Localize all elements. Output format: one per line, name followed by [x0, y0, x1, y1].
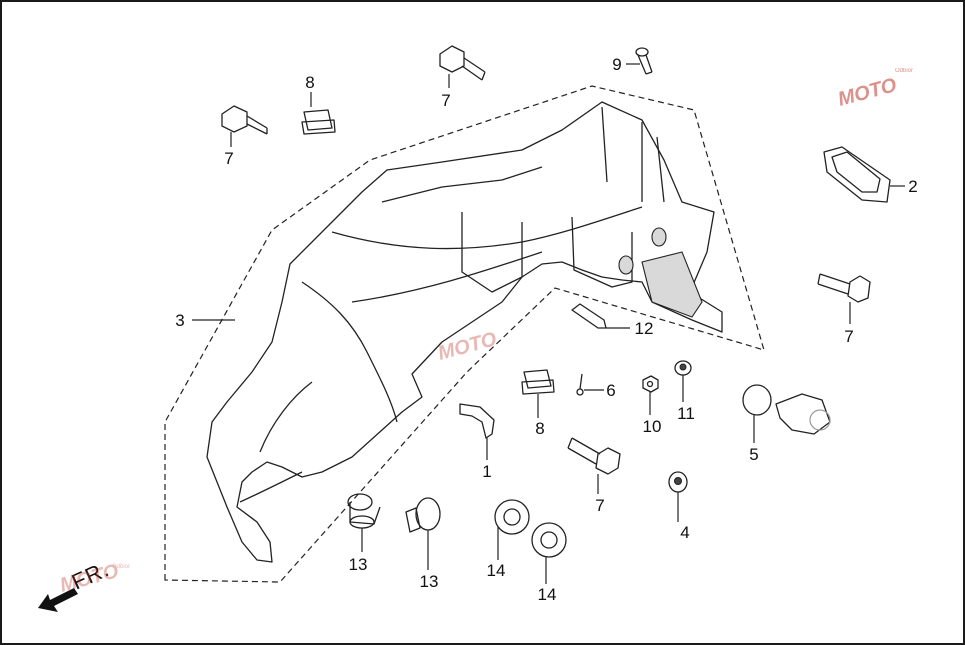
label-part-12: 12 [635, 319, 654, 338]
label-part-6: 6 [606, 381, 615, 400]
flange-bolt [817, 273, 871, 303]
svg-text:MOTO: MOTO [836, 74, 900, 111]
clip-nut [521, 369, 555, 395]
assembly-boundary [164, 85, 765, 583]
svg-text:Odbior: Odbior [895, 68, 913, 74]
connector [775, 393, 831, 435]
screw [576, 373, 584, 396]
o-ring [742, 384, 772, 416]
label-part-10: 10 [643, 417, 662, 436]
label-part-2: 2 [908, 177, 917, 196]
label-part-11: 11 [677, 404, 695, 423]
leader-lines [192, 63, 905, 584]
grommet [494, 499, 530, 535]
flange-bolt [439, 45, 486, 81]
watermark-logo: MOTO Odbior [58, 560, 130, 597]
label-part-7: 7 [441, 91, 450, 110]
label-part-3: 3 [175, 311, 184, 330]
svg-text:Odbior: Odbior [112, 564, 130, 570]
flange-nut [668, 471, 688, 493]
clip-nut [301, 109, 336, 135]
label-part-4: 4 [680, 523, 689, 542]
plate [571, 303, 607, 329]
flange-bolt [221, 105, 268, 135]
rear-fender [206, 101, 723, 563]
screw [635, 47, 653, 75]
watermark-logo: MOTO Odbior [836, 68, 913, 111]
label-part-5: 5 [749, 445, 758, 464]
label-part-7: 7 [844, 327, 853, 346]
part-labels: 3 7 8 7 9 2 7 12 6 10 11 8 1 5 7 4 13 13… [175, 55, 917, 604]
collar [405, 497, 441, 533]
label-part-7: 7 [224, 149, 233, 168]
label-part-14: 14 [538, 585, 557, 604]
label-part-8: 8 [535, 419, 544, 438]
label-part-14: 14 [487, 561, 506, 580]
label-part-1: 1 [482, 462, 491, 481]
label-part-13: 13 [420, 572, 439, 591]
arrow-icon [38, 588, 78, 612]
rubber-seal-frame [823, 146, 891, 203]
nut [642, 375, 659, 393]
watermark-logo: MOTO [436, 328, 500, 365]
bracket-clip [459, 403, 495, 439]
collar [347, 493, 381, 529]
flange-nut [674, 360, 692, 376]
label-part-13: 13 [349, 555, 368, 574]
label-part-7: 7 [595, 496, 604, 515]
flange-bolt [567, 437, 621, 475]
label-part-8: 8 [305, 73, 314, 92]
label-part-9: 9 [612, 55, 621, 74]
grommet [531, 522, 567, 558]
svg-text:MOTO: MOTO [436, 328, 500, 365]
